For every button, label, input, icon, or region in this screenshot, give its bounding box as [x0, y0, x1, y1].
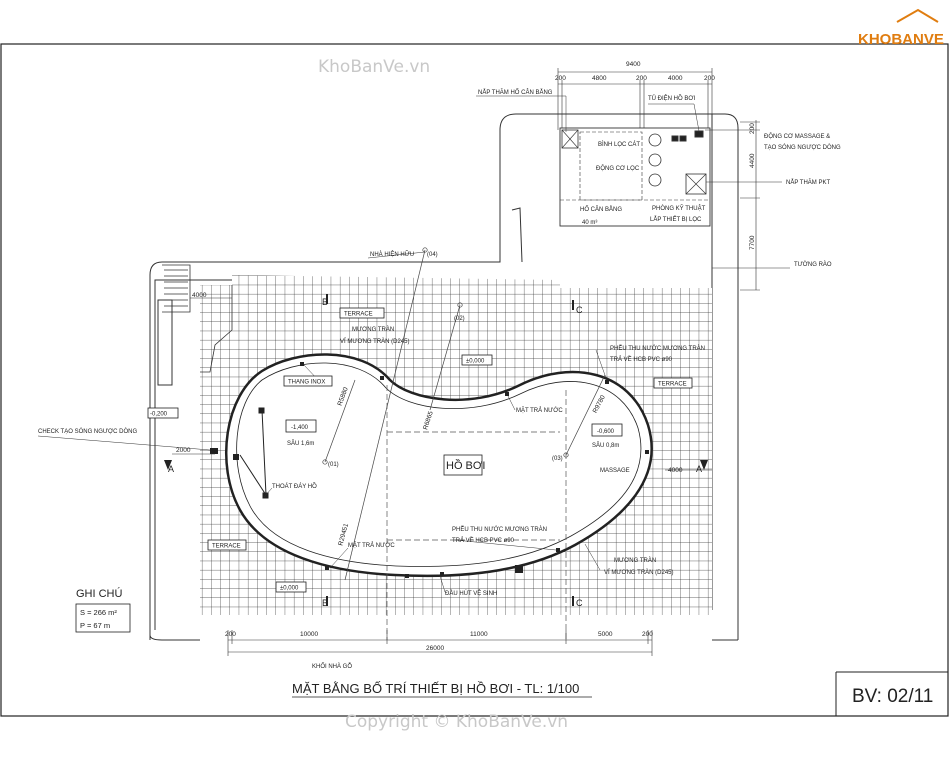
- label-elev-0: ±0,000: [466, 359, 485, 365]
- section-c-bottom: C: [576, 598, 583, 608]
- dim-bot-total: 26000: [426, 645, 444, 652]
- leader-lines: [37, 95, 790, 593]
- dim-top-total: 9400: [626, 61, 641, 68]
- label-vi-muong-tran: VỈ MƯƠNG TRÀN (D245): [340, 338, 410, 345]
- section-markers: [164, 294, 708, 606]
- label-terrace-top: TERRACE: [344, 312, 373, 318]
- label-mat-tra-nuoc: MẶT TRẢ NƯỚC: [516, 407, 563, 414]
- sheet-number: BV: 02/11: [852, 686, 933, 707]
- notes-heading: GHI CHÚ: [76, 587, 123, 600]
- label-tao-song: TẠO SÓNG NGƯỢC DÒNG: [764, 144, 841, 151]
- dim-right-4000: 4000: [668, 467, 683, 474]
- point-03: (03): [552, 456, 563, 462]
- label-khoi-nha-go: KHỐI NHÀ GỖ: [312, 663, 352, 670]
- dim-bot-200-a: 200: [225, 631, 236, 638]
- label-ho-can-bang: HỐ CÂN BẰNG: [580, 205, 622, 213]
- pool-zone-lines: [386, 385, 567, 640]
- dim-bot-200-b: 200: [642, 631, 653, 638]
- label-phong-ky-thuat: PHÒNG KỸ THUẬT: [652, 205, 706, 212]
- watermark-top: KhoBanVe.vn: [318, 57, 430, 77]
- dim-top-4000: 4000: [668, 75, 683, 82]
- label-ho-can-bang-vol: 40 m³: [582, 220, 597, 226]
- watermark-bottom: Copyright © KhoBanVe.vn: [345, 712, 568, 732]
- section-b-top: B: [322, 297, 328, 307]
- label-ho-boi: HỒ BƠI: [446, 459, 485, 472]
- dimension-lines: [172, 68, 760, 656]
- technical-room: [559, 127, 711, 227]
- dim-right-7700: 7700: [749, 235, 756, 250]
- dim-top-200-b: 200: [636, 75, 647, 82]
- label-pheu-thu: PHỄU THU NƯỚC MƯƠNG TRÀN: [610, 345, 705, 352]
- label-check-tao-song: CHECK TẠO SÓNG NGƯỢC DÒNG: [38, 428, 138, 435]
- stairs: [164, 269, 188, 307]
- dim-left-2000: 2000: [176, 447, 191, 454]
- label-pheu-thu-2: PHỄU THU NƯỚC MƯƠNG TRÀN: [452, 526, 547, 533]
- svg-text:KHOBANVE: KHOBANVE: [858, 31, 944, 48]
- label-elev-14: -1,400: [291, 425, 309, 431]
- point-04: (04): [427, 252, 438, 258]
- label-thoat-day-ho: THOÁT ĐÁY HỒ: [272, 483, 317, 490]
- section-b-bottom: B: [322, 598, 328, 608]
- point-01: (01): [328, 462, 339, 468]
- label-sau-16: SÂU 1,6m: [287, 440, 314, 447]
- dim-top-4800: 4800: [592, 75, 607, 82]
- label-dau-hut: ĐẦU HÚT VỆ SINH: [445, 589, 497, 597]
- dim-top-200-c: 200: [704, 75, 715, 82]
- label-dong-co-loc: ĐỘNG CƠ LỌC: [596, 165, 640, 172]
- dim-right-200: 200: [749, 123, 756, 134]
- label-thang-inox: THANG INOX: [288, 380, 325, 386]
- radius-lines: [322, 247, 606, 581]
- label-mat-tra-nuoc-2: MẶT TRẢ NƯỚC: [348, 542, 395, 549]
- sheet-border: [0, 43, 949, 717]
- label-terrace-left: TERRACE: [212, 544, 241, 550]
- section-a-right: A: [696, 464, 702, 474]
- label-terrace-right: TERRACE: [658, 382, 687, 388]
- point-02: (02): [454, 316, 465, 322]
- label-tuong-rao: TƯỜNG RÀO: [794, 261, 832, 268]
- dim-bot-11000: 11000: [470, 631, 488, 638]
- gutter-fittings: [210, 362, 649, 578]
- notes-perimeter: P = 67 m: [80, 621, 110, 630]
- label-nha-hien-huu: NHÀ HIỆN HỮU: [370, 250, 414, 258]
- label-binh-loc-cat: BÌNH LỌC CÁT: [598, 141, 640, 148]
- label-elev-02: -0,200: [150, 412, 168, 418]
- drawing-title: MẶT BẰNG BỐ TRÍ THIẾT BỊ HỒ BƠI - TL: 1/…: [292, 681, 579, 696]
- dim-left-4000: 4000: [192, 292, 207, 299]
- label-dong-co-massage: ĐỘNG CƠ MASSAGE &: [764, 133, 830, 140]
- label-elev-06: -0,600: [597, 429, 615, 435]
- floor-drains: [239, 407, 269, 499]
- notes-area: S = 266 m²: [80, 608, 117, 617]
- label-tra-ve-2: TRẢ VỀ HCB PVC ø90: [452, 537, 515, 544]
- label-lap-thiet-bi: LẮP THIẾT BỊ LỌC: [650, 215, 702, 223]
- label-nap-tham-ho-can-bang: NẮP THĂM HỐ CÂN BẰNG: [478, 88, 553, 96]
- label-sau-08: SÂU 0,8m: [592, 442, 619, 449]
- label-muong-tran: MƯƠNG TRÀN: [352, 326, 394, 333]
- label-tu-dien-ho-boi: TỦ ĐIỆN HỒ BƠI: [648, 94, 695, 102]
- dim-bot-10000: 10000: [300, 631, 318, 638]
- label-elev-0b: ±0,000: [280, 586, 299, 592]
- label-tra-ve: TRẢ VỀ HCB PVC ø90: [610, 356, 673, 363]
- label-nap-tham-pkt: NẮP THĂM PKT: [786, 178, 830, 186]
- section-c-top: C: [576, 305, 583, 315]
- logo: KHOBANVE: [858, 8, 944, 48]
- label-massage: MASSAGE: [600, 468, 630, 474]
- dim-right-4400: 4400: [749, 153, 756, 168]
- dim-bot-5000: 5000: [598, 631, 613, 638]
- dim-top-200-a: 200: [555, 75, 566, 82]
- label-muong-tran-2: MƯƠNG TRÀN: [614, 557, 656, 564]
- label-vi-muong-tran-2: VỈ MƯƠNG TRÀN (D245): [604, 569, 674, 576]
- section-a-left: A: [168, 464, 174, 474]
